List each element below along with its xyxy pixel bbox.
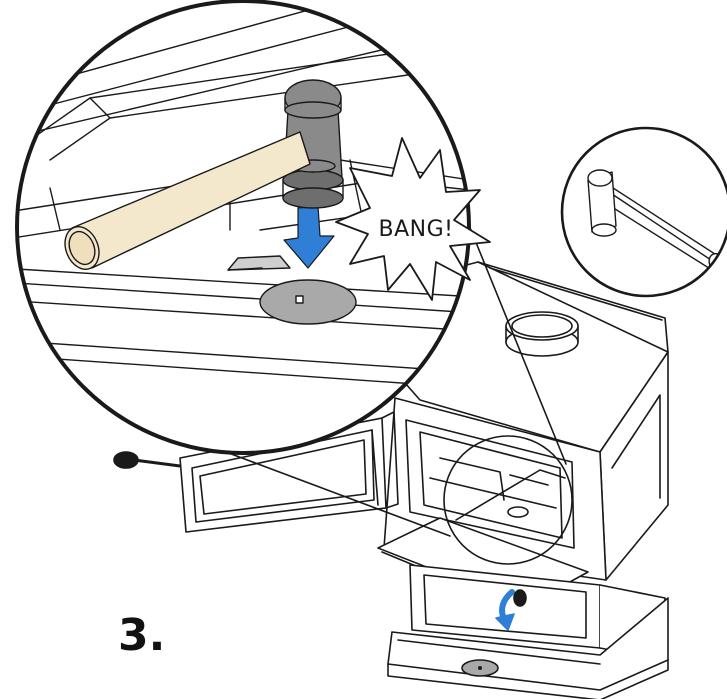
tool-detail <box>560 126 727 298</box>
step-number: 3. <box>118 610 166 661</box>
hammer-tool-icon <box>587 169 727 276</box>
detail-focus-circle <box>443 435 573 565</box>
stove-pedestal <box>387 564 669 699</box>
callout-text: BANG! <box>379 217 454 242</box>
starburst-icon <box>335 137 491 301</box>
magnifier-detail <box>15 0 471 455</box>
leader-line-right <box>461 207 567 465</box>
